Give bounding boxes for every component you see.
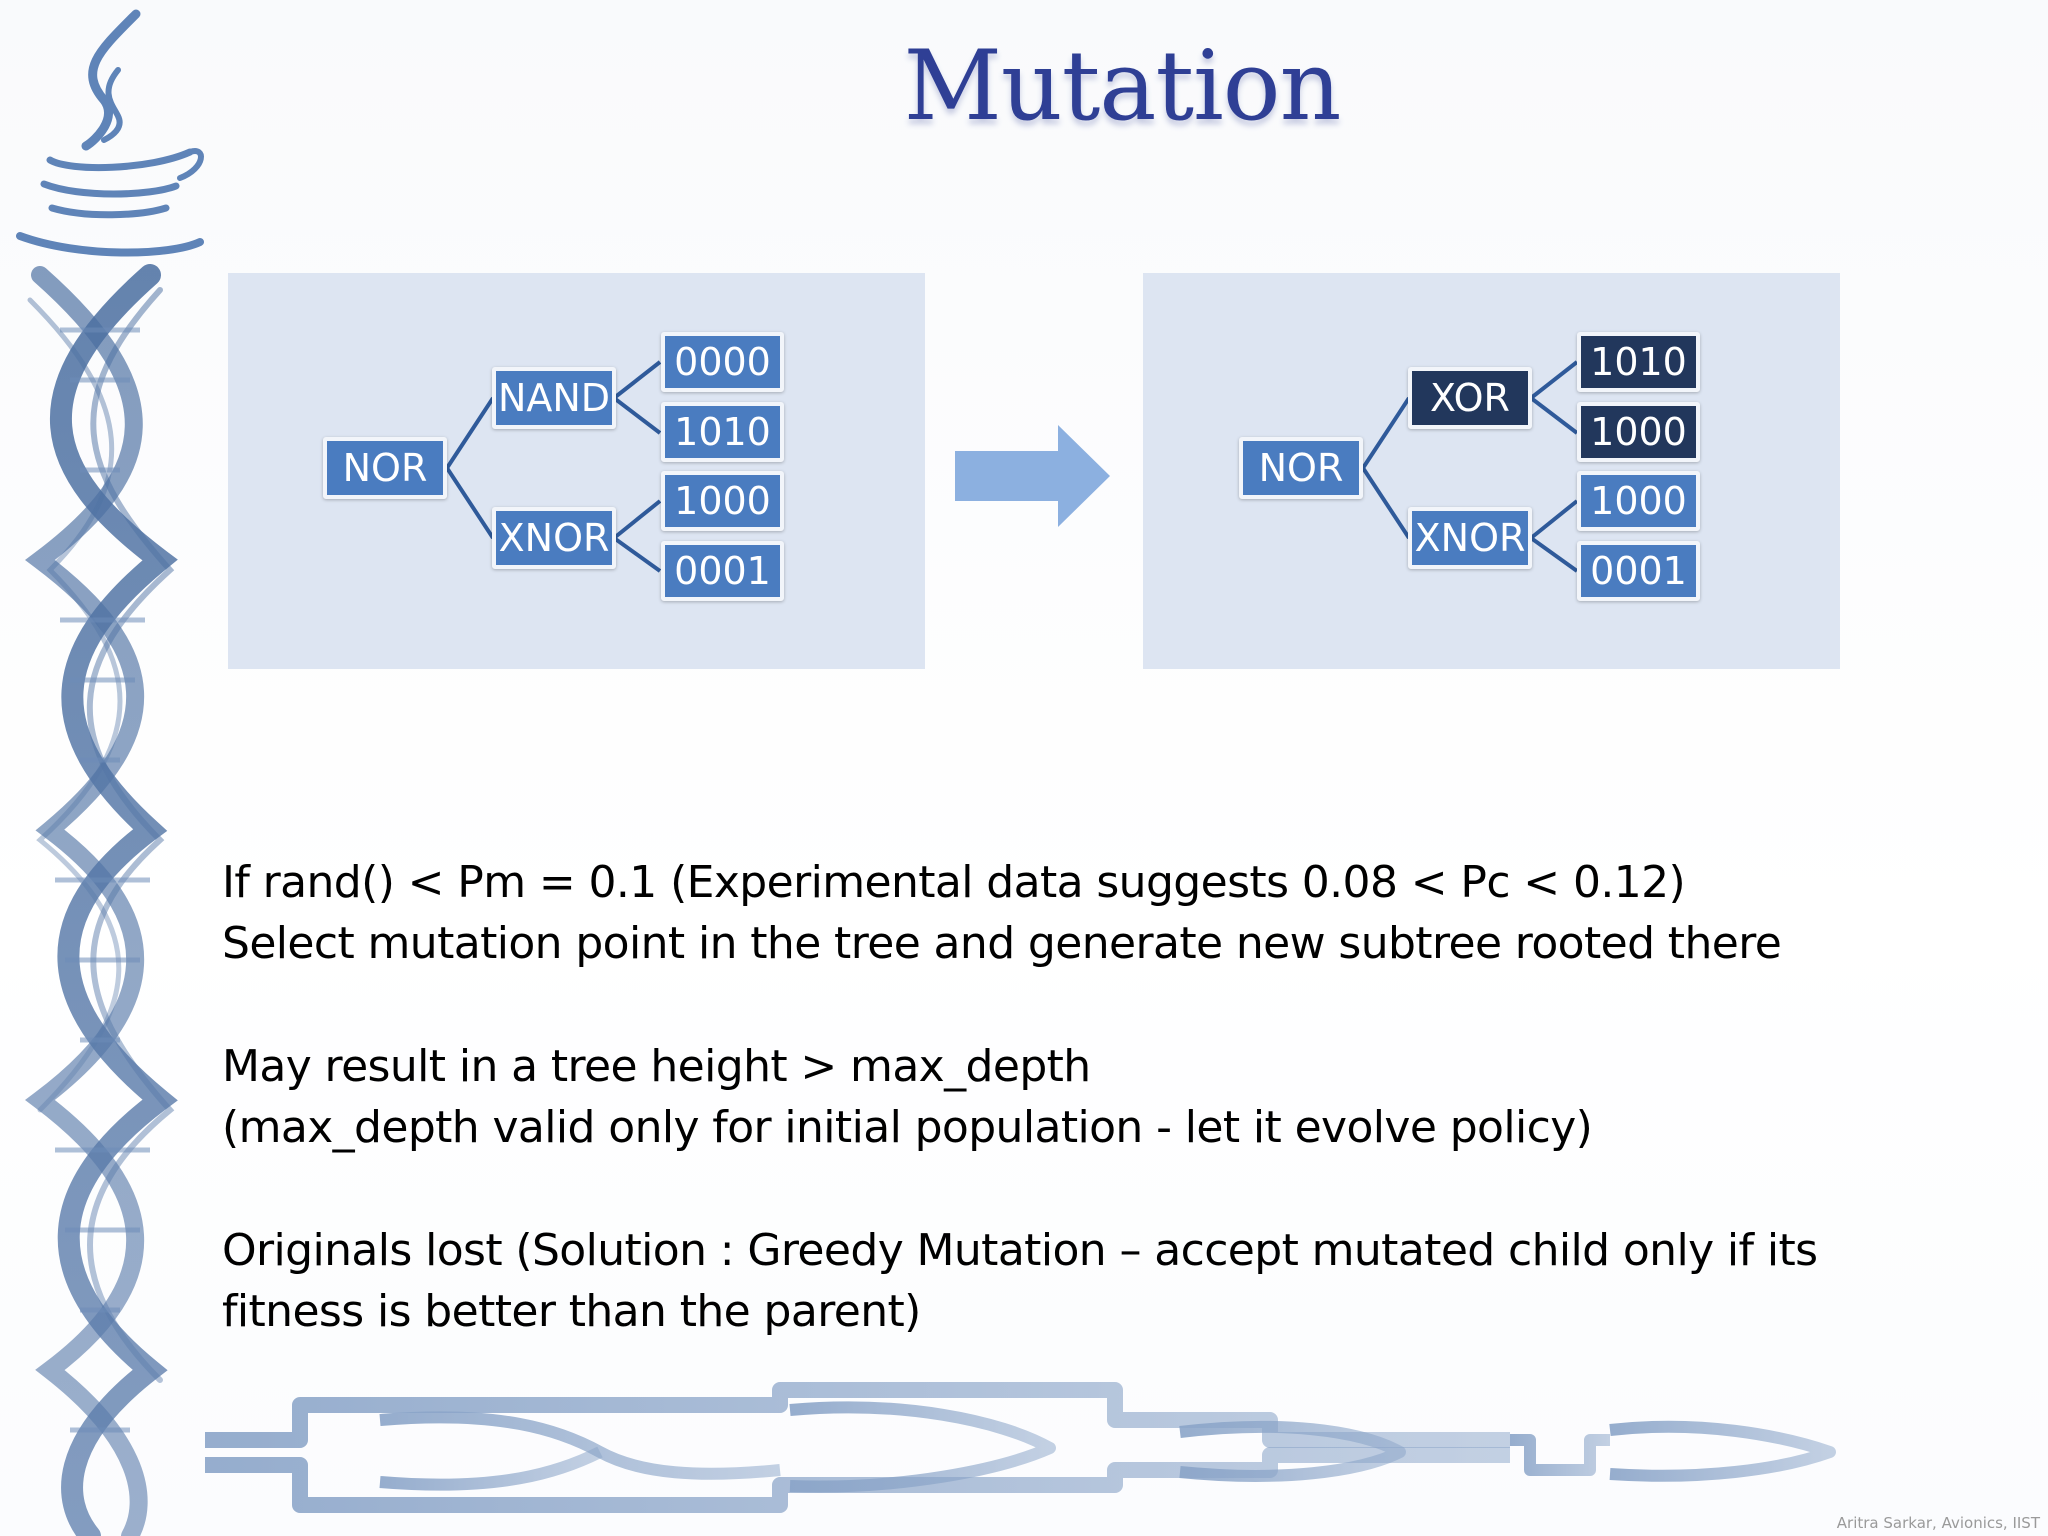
body-line-3: May result in a tree height > max_depth bbox=[222, 1041, 1091, 1092]
after-leaf-2-mutated: 1000 bbox=[1577, 402, 1700, 462]
before-tree-panel: NOR NAND XNOR 0000 1010 1000 0001 bbox=[228, 273, 925, 669]
before-upper-op-node: NAND bbox=[492, 367, 616, 429]
body-line-5: Originals lost (Solution : Greedy Mutati… bbox=[222, 1225, 1818, 1276]
right-arrow-icon bbox=[955, 425, 1110, 527]
before-leaf-2: 1010 bbox=[661, 402, 784, 462]
body-line-4: (max_depth valid only for initial popula… bbox=[222, 1102, 1593, 1153]
after-leaf-4: 0001 bbox=[1577, 541, 1700, 601]
circuit-band-icon bbox=[205, 1382, 1957, 1513]
after-root-node: NOR bbox=[1239, 437, 1363, 499]
slide-title: Mutation bbox=[903, 30, 1342, 142]
dna-helix-icon bbox=[25, 264, 178, 1536]
body-line-2: Select mutation point in the tree and ge… bbox=[222, 918, 1782, 969]
body-line-1: If rand() < Pm = 0.1 (Experimental data … bbox=[222, 857, 1686, 908]
before-leaf-3: 1000 bbox=[661, 471, 784, 531]
after-lower-op-node: XNOR bbox=[1408, 507, 1532, 569]
before-root-node: NOR bbox=[323, 437, 447, 499]
slide-body: If rand() < Pm = 0.1 (Experimental data … bbox=[222, 852, 1922, 1342]
after-upper-op-node-mutated: XOR bbox=[1408, 367, 1532, 429]
after-leaf-1-mutated: 1010 bbox=[1577, 332, 1700, 392]
author-credit: Aritra Sarkar, Avionics, IIST bbox=[1836, 1514, 2040, 1532]
after-tree-connectors bbox=[1361, 360, 1579, 573]
before-lower-op-node: XNOR bbox=[492, 507, 616, 569]
after-leaf-3: 1000 bbox=[1577, 471, 1700, 531]
before-leaf-4: 0001 bbox=[661, 541, 784, 601]
before-leaf-1: 0000 bbox=[661, 332, 784, 392]
java-logo-icon bbox=[16, 9, 204, 257]
body-line-6: fitness is better than the parent) bbox=[222, 1286, 921, 1337]
before-tree-connectors bbox=[445, 360, 662, 573]
after-tree-panel: NOR XOR XNOR 1010 1000 1000 0001 bbox=[1143, 273, 1840, 669]
